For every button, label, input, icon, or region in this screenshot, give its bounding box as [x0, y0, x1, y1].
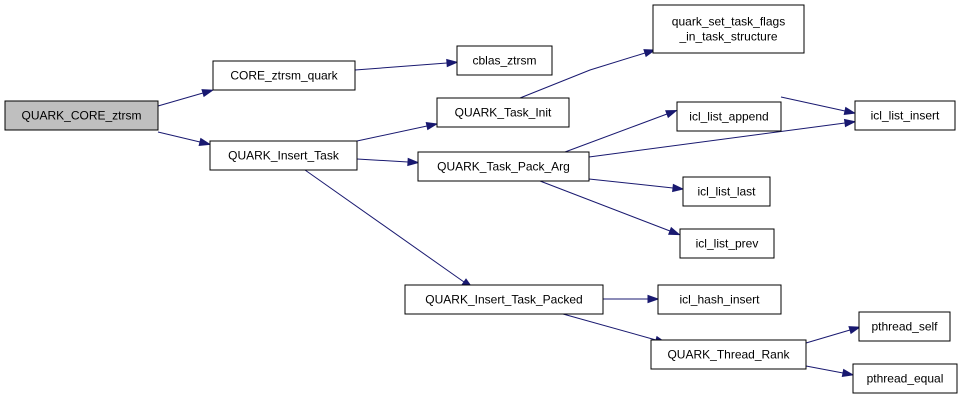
- edge-line: [805, 365, 844, 374]
- edge-n8-n9: [780, 96, 857, 116]
- node-label: CORE_ztrsm_quark: [230, 69, 338, 83]
- node-label: QUARK_CORE_ztrsm: [21, 109, 141, 123]
- nodes-layer: QUARK_CORE_ztrsm CORE_ztrsm_quarkQUARK_In…: [4, 4, 958, 394]
- edge-n0-n1: [157, 89, 215, 107]
- edge-n5-n11: [539, 180, 681, 236]
- arrowhead-icon: [848, 326, 862, 335]
- edge-line: [539, 180, 671, 232]
- edge-line: [780, 96, 846, 112]
- edge-line: [564, 113, 668, 153]
- edge-line: [588, 178, 674, 189]
- node-label: QUARK_Insert_Task: [228, 149, 340, 163]
- arrowhead-icon: [425, 121, 439, 131]
- node-label: icl_hash_insert: [679, 293, 760, 307]
- edge-n6-n13: [562, 313, 668, 344]
- node-label: icl_list_last: [697, 185, 756, 199]
- node-box[interactable]: [652, 4, 805, 54]
- edge-line: [519, 52, 646, 99]
- node-box[interactable]: [417, 151, 590, 182]
- edges-layer: [157, 49, 862, 378]
- arrowhead-icon: [647, 294, 660, 304]
- node-core-ztrsm-quark[interactable]: CORE_ztrsm_quark: [212, 60, 356, 91]
- arrowhead-icon: [672, 183, 685, 193]
- edge-line: [157, 92, 204, 107]
- node-label: cblas_ztrsm: [472, 54, 536, 68]
- arrowhead-icon: [407, 157, 420, 167]
- arrowhead-icon: [446, 58, 459, 68]
- arrowhead-icon: [665, 109, 678, 119]
- edge-n2-n4: [356, 121, 439, 142]
- node-label: icl_list_append: [689, 110, 768, 124]
- node-quark-thread-rank[interactable]: QUARK_Thread_Rank: [650, 339, 807, 370]
- node-icl-list-prev[interactable]: icl_list_prev: [679, 228, 775, 259]
- node-box[interactable]: [209, 140, 358, 171]
- arrowhead-icon: [843, 106, 857, 116]
- node-quark-insert-task-packed[interactable]: QUARK_Insert_Task_Packed: [404, 284, 604, 315]
- node-box[interactable]: [679, 228, 775, 259]
- edge-n6-n12: [603, 294, 660, 304]
- edge-n13-n14: [805, 326, 862, 344]
- arrowhead-icon: [841, 368, 855, 378]
- node-label: icl_list_prev: [696, 237, 759, 251]
- node-quark-insert-task[interactable]: QUARK_Insert_Task: [209, 140, 358, 171]
- arrowhead-icon: [201, 89, 215, 98]
- node-pthread-equal[interactable]: pthread_equal: [852, 363, 958, 394]
- edge-line: [805, 329, 851, 344]
- arrowhead-icon: [643, 49, 657, 58]
- edge-line: [304, 169, 465, 283]
- node-label: QUARK_Task_Init: [455, 106, 552, 120]
- node-quark-task-pack-arg[interactable]: QUARK_Task_Pack_Arg: [417, 151, 590, 182]
- edge-n2-n6: [304, 169, 474, 289]
- node-label: QUARK_Insert_Task_Packed: [425, 293, 582, 307]
- node-icl-hash-insert[interactable]: icl_hash_insert: [657, 284, 782, 315]
- edge-n5-n9: [588, 118, 857, 158]
- arrowhead-icon: [198, 137, 212, 146]
- node-box[interactable]: [650, 339, 807, 370]
- node-icl-list-insert[interactable]: icl_list_insert: [854, 100, 956, 131]
- node-quark-core-ztrsm[interactable]: QUARK_CORE_ztrsm: [4, 100, 159, 131]
- edge-line: [588, 122, 846, 158]
- node-label: icl_list_insert: [871, 109, 940, 123]
- edge-n13-n15: [805, 365, 855, 378]
- node-box[interactable]: [4, 100, 159, 131]
- node-label: _in_task_structure: [678, 30, 777, 44]
- node-label: QUARK_Task_Pack_Arg: [437, 160, 570, 174]
- node-label: pthread_equal: [867, 372, 944, 386]
- node-box[interactable]: [404, 284, 604, 315]
- arrowhead-icon: [668, 226, 681, 236]
- node-box[interactable]: [854, 100, 956, 131]
- node-box[interactable]: [682, 176, 771, 207]
- node-label: QUARK_Thread_Rank: [667, 348, 790, 362]
- node-box[interactable]: [212, 60, 356, 91]
- edge-n0-n2: [157, 131, 212, 146]
- node-box[interactable]: [676, 101, 782, 132]
- edge-line: [354, 62, 448, 71]
- node-quark-set-task-flags[interactable]: quark_set_task_flags_in_task_structure: [652, 4, 805, 54]
- node-cblas-ztrsm[interactable]: cblas_ztrsm: [456, 45, 553, 76]
- node-box[interactable]: [657, 284, 782, 315]
- node-label: quark_set_task_flags: [672, 15, 785, 29]
- node-pthread-self[interactable]: pthread_self: [858, 311, 951, 342]
- edge-line: [356, 125, 428, 142]
- arrowhead-icon: [843, 118, 857, 128]
- edge-line: [562, 313, 657, 341]
- edge-n2-n5: [356, 157, 420, 167]
- node-icl-list-append[interactable]: icl_list_append: [676, 101, 782, 132]
- node-box[interactable]: [852, 363, 958, 394]
- node-label: pthread_self: [871, 320, 938, 334]
- edge-n5-n10: [588, 178, 685, 193]
- node-box[interactable]: [436, 97, 570, 128]
- node-box[interactable]: [858, 311, 951, 342]
- node-quark-task-init[interactable]: QUARK_Task_Init: [436, 97, 570, 128]
- edge-n1-n3: [354, 58, 459, 71]
- node-icl-list-last[interactable]: icl_list_last: [682, 176, 771, 207]
- edge-n5-n8: [564, 109, 678, 153]
- edge-line: [356, 158, 409, 163]
- node-box[interactable]: [456, 45, 553, 76]
- edge-n4-n7: [519, 49, 657, 99]
- edge-line: [157, 131, 201, 143]
